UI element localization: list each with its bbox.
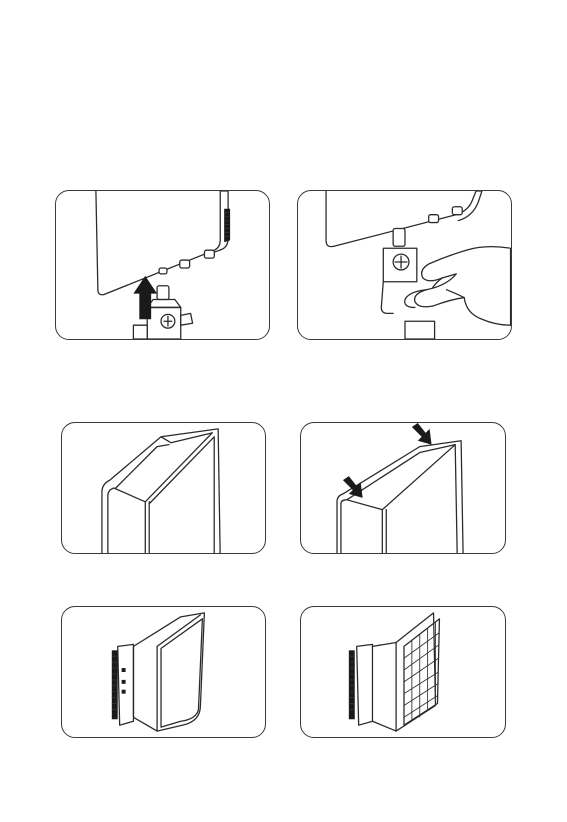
softbox-front-edge [157,615,200,731]
frame-top-edge [382,445,457,553]
side-vents [224,209,230,243]
frame-top-back [347,445,455,500]
frame-front-left [382,510,386,553]
grid-attached-illustration [301,607,505,737]
figure-4-softbox-arrows [300,422,506,554]
frame-left-inner [108,488,145,553]
light-panel-side [357,644,373,725]
figure-3-softbox-frame [61,422,266,554]
figure-6-grid-attached [300,606,506,738]
arrow-down-icon [343,476,363,498]
bottom-knobs [429,207,463,223]
frame-left-inner [341,500,382,553]
grid-outer [396,613,435,731]
figure-5-softbox-attached [61,606,266,738]
frame-right-inner [149,437,214,553]
softbox-edge [372,642,396,731]
softbox-arrows-illustration [301,423,505,553]
light-panel-side [118,644,134,725]
softbox-attached-illustration [62,607,265,737]
figure-2-tightening [297,190,512,340]
arrow-down-icon [412,423,432,445]
side-vents [112,650,118,719]
figure-1-mounting [55,190,270,340]
mount-bracket [381,228,434,339]
side-vents [349,650,355,719]
panel-body-outline [96,191,220,295]
softbox-inner [161,619,202,727]
frame-top-edge [145,433,212,502]
hand-tightening-illustration [298,191,511,339]
panel-buttons [122,668,126,694]
frame-outer [337,441,463,553]
light-panel-illustration [56,191,269,339]
softbox-frame-illustration [62,423,265,553]
hand-icon [405,247,511,326]
frame-top-side [116,445,169,488]
softbox-frame [133,613,204,731]
bottom-knobs [159,250,214,274]
